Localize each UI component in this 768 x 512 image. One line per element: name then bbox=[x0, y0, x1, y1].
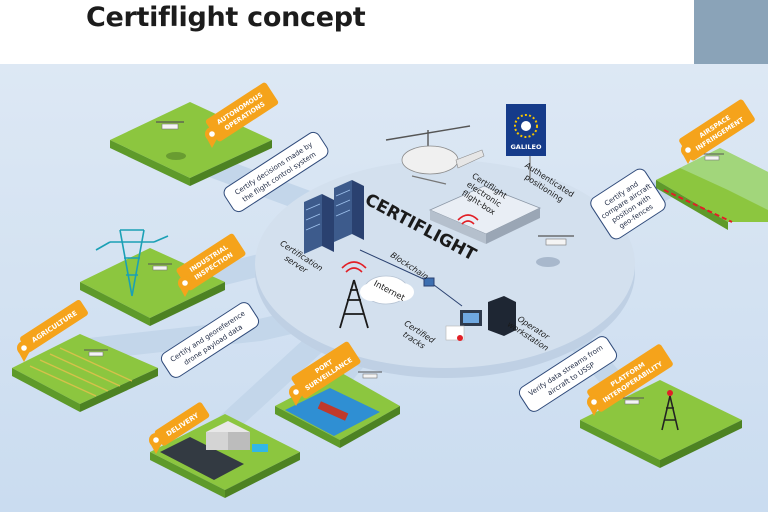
signal-icon bbox=[667, 390, 673, 396]
tile-port-surveillance bbox=[275, 371, 400, 448]
drone-icon bbox=[700, 153, 724, 161]
operator-workstation-icon bbox=[445, 296, 516, 341]
flight-box-icon bbox=[429, 185, 541, 244]
radio-tower-icon bbox=[661, 395, 679, 431]
tile-platform-interoperability bbox=[580, 380, 742, 468]
drone-icon bbox=[620, 397, 644, 405]
tile-airspace-infringement bbox=[656, 148, 768, 230]
house-icon bbox=[206, 421, 250, 450]
callout-geofences: Certify and compare aircraft position wi… bbox=[590, 168, 666, 240]
drone-icon bbox=[84, 349, 108, 357]
slide-title: Certiflight concept bbox=[86, 2, 366, 33]
signal-icon bbox=[341, 261, 367, 273]
tile-delivery bbox=[150, 414, 300, 498]
pin-icon bbox=[178, 276, 192, 297]
pylon-icon bbox=[95, 229, 169, 297]
pin-icon bbox=[289, 385, 303, 406]
pin-icon bbox=[681, 143, 695, 164]
corner-block bbox=[694, 0, 768, 64]
blockchain-icon bbox=[359, 249, 463, 307]
pool bbox=[252, 444, 268, 452]
pin-icon bbox=[17, 341, 31, 362]
pin-icon bbox=[205, 127, 219, 148]
internet-cloud-icon bbox=[360, 275, 414, 305]
road bbox=[160, 437, 244, 480]
drone-icon bbox=[358, 371, 382, 379]
tile-industrial-inspection bbox=[80, 229, 225, 326]
drone-shadow bbox=[536, 257, 560, 267]
drone-icon bbox=[538, 235, 574, 246]
badge-delivery: DELIVERY bbox=[154, 402, 210, 446]
signal-icon bbox=[457, 214, 479, 225]
radio-tower-icon bbox=[339, 279, 369, 329]
galileo-label: GALILEO bbox=[510, 143, 542, 151]
certification-server-icon bbox=[304, 180, 364, 254]
crop-rows bbox=[29, 347, 133, 397]
pin-icon bbox=[587, 395, 601, 416]
tile-agriculture bbox=[12, 334, 158, 412]
ship-icon bbox=[317, 401, 349, 421]
pin-icon bbox=[149, 433, 163, 454]
helicopter-icon bbox=[385, 125, 485, 185]
geofence-zone bbox=[680, 148, 768, 210]
geofence-line bbox=[663, 189, 733, 223]
drone-icon bbox=[148, 263, 172, 271]
galileo-flag-icon: GALILEO bbox=[506, 104, 546, 180]
drone-shadow bbox=[166, 152, 186, 160]
drone-icon bbox=[156, 121, 184, 130]
tile-autonomous-operations bbox=[110, 102, 272, 186]
